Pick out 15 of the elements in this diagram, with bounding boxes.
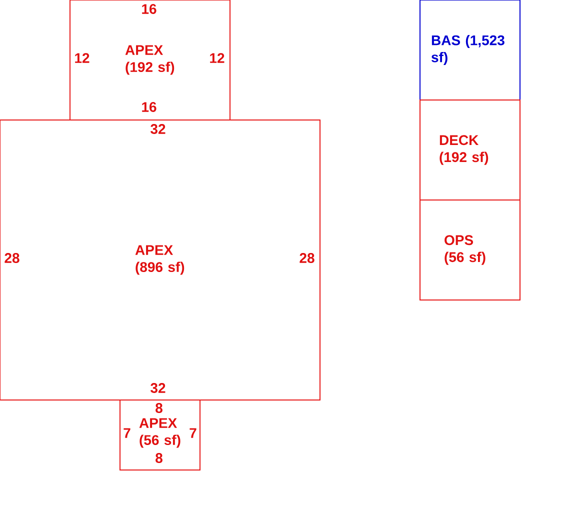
dimension-label: 16 [142, 4, 156, 14]
dimension-label: 16 [142, 102, 156, 112]
dimension-label: 12 [75, 53, 90, 63]
dimension-label: 7 [190, 428, 196, 438]
area-box: BAS (1,523 sf) [420, 0, 520, 100]
dimension-label: 32 [150, 124, 166, 134]
dimension-label: 7 [124, 428, 130, 438]
dimension-label: 8 [156, 403, 162, 413]
area-box: DECK (192 sf) [420, 100, 520, 200]
dimension-label: 32 [150, 383, 166, 393]
dimension-label: 28 [300, 253, 314, 263]
area-box: OPS (56 sf) [420, 200, 520, 300]
dimension-label: 8 [156, 453, 162, 463]
dimension-label: 28 [4, 253, 20, 263]
dimension-label: 12 [210, 53, 224, 63]
